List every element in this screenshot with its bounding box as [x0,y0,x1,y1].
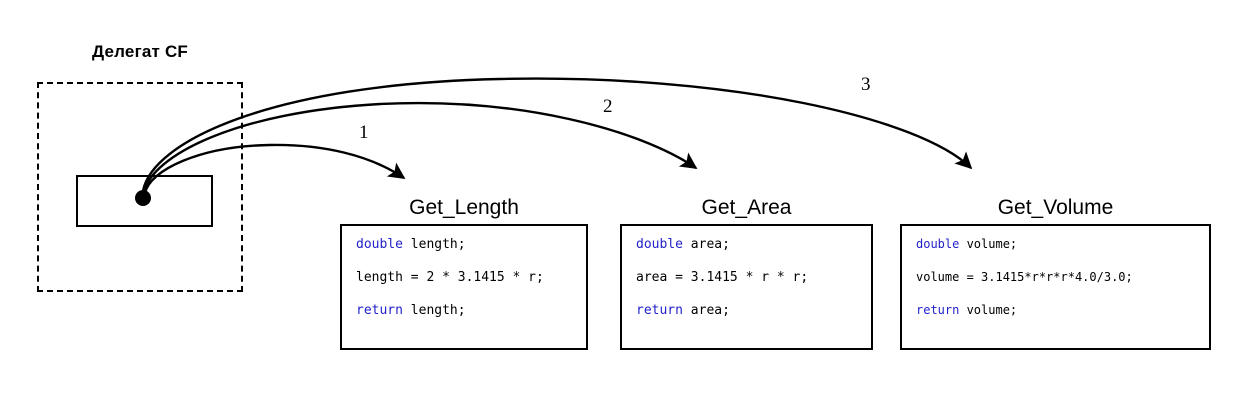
code-token: length = 2 * 3.1415 * r; [356,270,544,285]
arrow-path-3 [141,77,973,192]
code-box-get-volume: double volume; volume = 3.1415*r*r*r*4.0… [900,224,1211,350]
delegate-pointer-dot-icon [135,190,151,206]
arrow-label-2: 2 [603,96,613,117]
code-line: length = 2 * 3.1415 * r; [356,270,544,285]
keyword-token: double [916,237,960,251]
code-line: area = 3.1415 * r * r; [636,270,808,285]
code-line: double volume; [916,237,1017,251]
code-line: return volume; [916,303,1017,317]
delegate-title: Делегат CF [91,42,189,61]
keyword-token: double [356,237,403,252]
code-token: volume; [959,237,1018,251]
function-title-get-volume: Get_Volume [997,196,1114,219]
code-line: volume = 3.1415*r*r*r*4.0/3.0; [916,270,1133,284]
code-token: area; [682,237,730,252]
keyword-token: return [356,303,403,318]
code-token: length; [402,303,466,318]
code-box-get-length: double length; length = 2 * 3.1415 * r; … [340,224,588,350]
code-token: volume; [959,303,1018,317]
code-token: volume = 3.1415*r*r*r*4.0/3.0; [916,270,1133,284]
code-token: length; [402,237,466,252]
keyword-token: return [916,303,960,317]
arrow-label-3: 3 [861,74,871,95]
code-line: return length; [356,303,466,318]
code-line: return area; [636,303,730,318]
arrow-label-1: 1 [359,122,369,143]
code-token: area; [682,303,730,318]
keyword-token: double [636,237,683,252]
keyword-token: return [636,303,683,318]
function-title-get-area: Get_Area [701,196,792,219]
code-line: double area; [636,237,730,252]
function-title-get-length: Get_Length [409,196,519,219]
code-box-get-area: double area; area = 3.1415 * r * r; retu… [620,224,873,350]
code-token: area = 3.1415 * r * r; [636,270,809,285]
code-line: double length; [356,237,466,252]
